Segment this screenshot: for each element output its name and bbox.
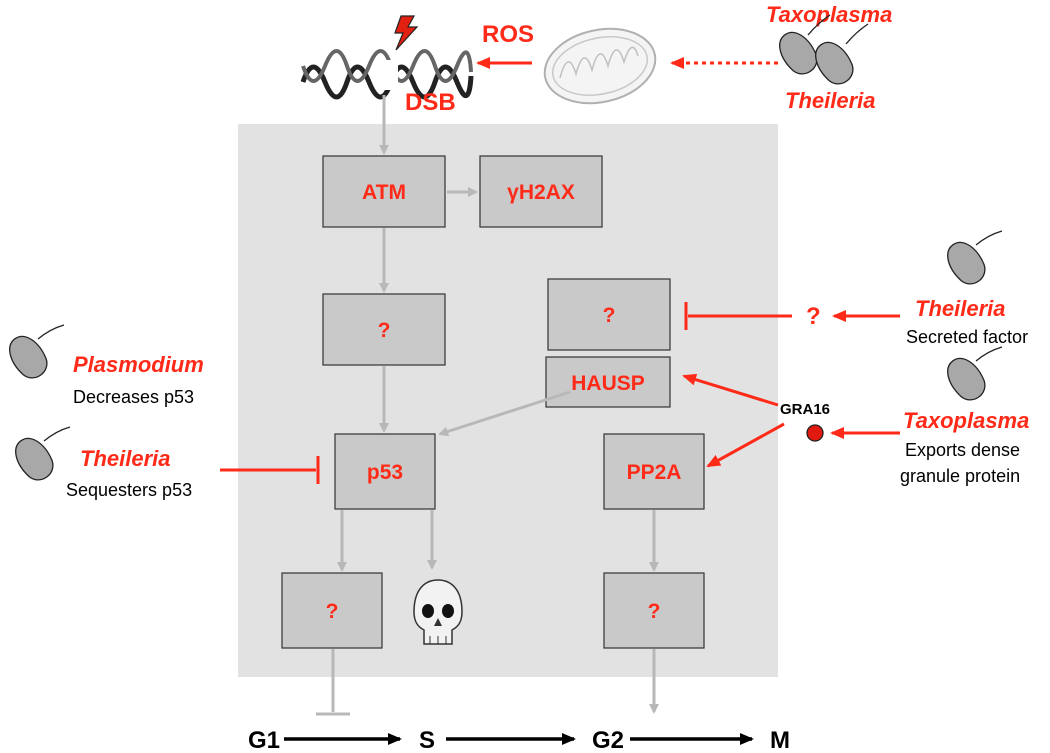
svg-text:?: ? bbox=[648, 600, 661, 623]
ros-label: ROS bbox=[482, 21, 534, 48]
right-theileria-label: Theileria bbox=[915, 296, 1005, 321]
parasite-icon bbox=[15, 437, 54, 481]
parasite-tail bbox=[43, 426, 71, 442]
parasite-tail bbox=[845, 23, 869, 45]
svg-text:ATM: ATM bbox=[362, 181, 406, 204]
secreted-factor-question: ? bbox=[806, 303, 821, 330]
parasite-icon bbox=[947, 357, 986, 401]
svg-text:?: ? bbox=[326, 600, 339, 623]
p53-box: p53 bbox=[334, 433, 436, 510]
left-theileria-label: Theileria bbox=[80, 446, 170, 471]
pp2a-box: PP2A bbox=[603, 433, 705, 510]
svg-text:HAUSP: HAUSP bbox=[571, 372, 645, 395]
dna-icon bbox=[300, 49, 474, 100]
svg-text:p53: p53 bbox=[367, 461, 403, 484]
svg-text:?: ? bbox=[603, 304, 616, 327]
dsb-label: DSB bbox=[405, 89, 456, 116]
gra16-label: GRA16 bbox=[780, 401, 830, 418]
unknown-box-left: ? bbox=[322, 293, 446, 366]
unknown-box-bottom-right: ? bbox=[603, 572, 705, 649]
gh2ax-box: γH2AX bbox=[479, 155, 603, 228]
plasmodium-desc: Decreases p53 bbox=[73, 387, 194, 407]
hausp-to-p53-arrow bbox=[438, 390, 571, 437]
gra16-to-pp2a-arrow bbox=[706, 422, 785, 468]
taxoplasma-desc-line2: granule protein bbox=[900, 466, 1020, 486]
unknown-box-bottom-left: ? bbox=[281, 572, 383, 649]
parasite-tail bbox=[37, 324, 65, 340]
phase-m: M bbox=[770, 727, 790, 753]
parasite-tail bbox=[807, 14, 831, 36]
left-theileria-desc: Sequesters p53 bbox=[66, 480, 192, 500]
svg-text:?: ? bbox=[378, 319, 391, 342]
parasite-icon bbox=[9, 335, 48, 379]
parasite-icon bbox=[815, 41, 854, 85]
top-taxoplasma-label: Taxoplasma bbox=[766, 2, 892, 27]
phase-s: S bbox=[419, 727, 435, 753]
right-theileria-desc: Secreted factor bbox=[906, 327, 1028, 347]
gra16-to-hausp-arrow bbox=[682, 373, 779, 407]
unknown-box-right: ? bbox=[547, 278, 671, 351]
hausp-box: HAUSP bbox=[545, 356, 671, 408]
mitochondrion-icon bbox=[543, 27, 657, 105]
parasite-tail bbox=[975, 230, 1003, 246]
phase-g2: G2 bbox=[592, 727, 624, 753]
parasite-icon bbox=[779, 31, 818, 75]
right-taxoplasma-label: Taxoplasma bbox=[903, 408, 1029, 433]
phase-g1: G1 bbox=[248, 727, 280, 753]
parasite-icon bbox=[947, 241, 986, 285]
gra16-protein-dot bbox=[806, 424, 824, 442]
skull-icon bbox=[413, 579, 463, 645]
atm-box: ATM bbox=[322, 155, 446, 228]
svg-text:γH2AX: γH2AX bbox=[507, 181, 575, 204]
top-theileria-label: Theileria bbox=[785, 88, 875, 113]
lightning-icon bbox=[394, 15, 419, 51]
taxoplasma-desc-line1: Exports dense bbox=[905, 440, 1020, 460]
plasmodium-label: Plasmodium bbox=[73, 352, 204, 377]
svg-text:PP2A: PP2A bbox=[627, 461, 682, 484]
parasite-tail bbox=[975, 346, 1003, 362]
